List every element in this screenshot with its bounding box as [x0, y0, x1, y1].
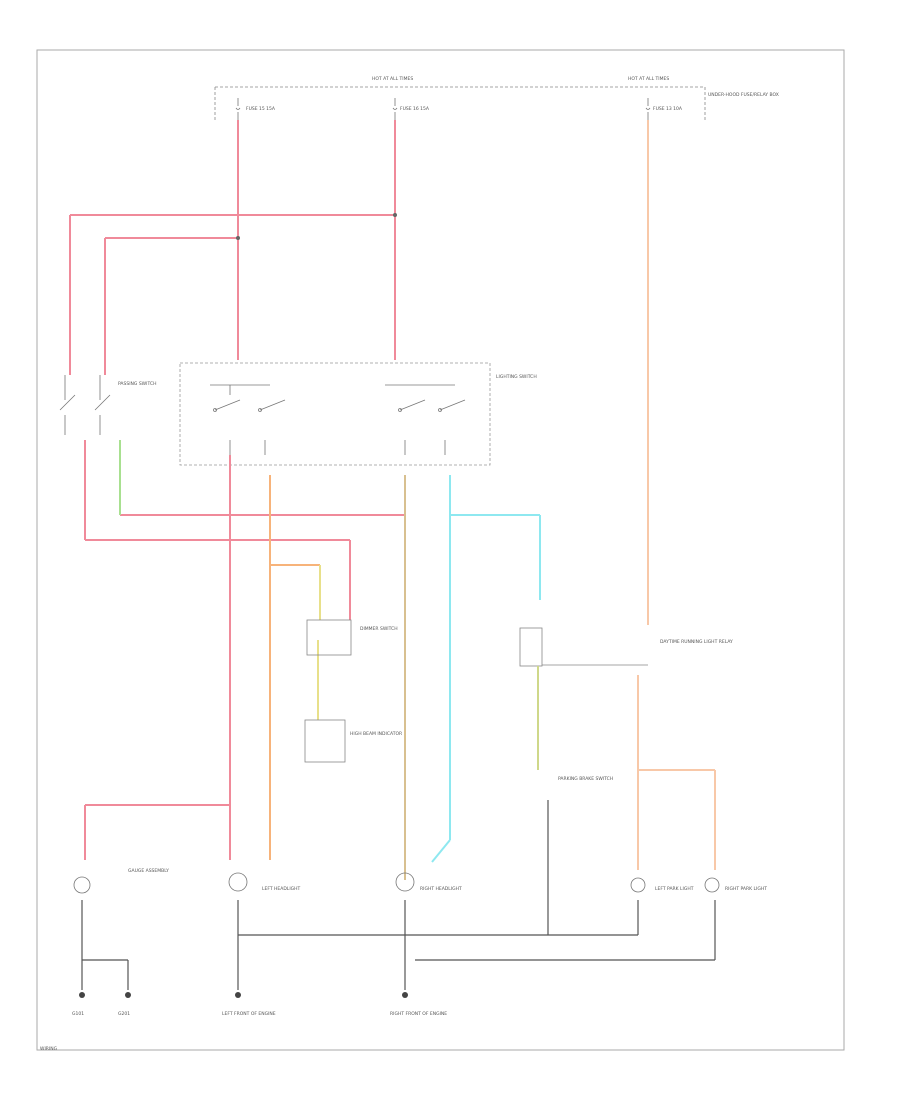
parking-brake-label: PARKING BRAKE SWITCH — [558, 776, 613, 782]
gauge-assembly-label: GAUGE ASSEMBLY — [128, 868, 169, 874]
orange-lower-wires — [637, 675, 716, 870]
dimmer-switch-label: DIMMER SWITCH — [360, 626, 398, 632]
ground-2-label: G201 — [118, 1011, 130, 1017]
ground-3-label: LEFT FRONT OF ENGINE — [222, 1011, 276, 1017]
junction-dots — [236, 213, 397, 240]
left-park-label: LEFT PARK LIGHT — [655, 886, 694, 892]
ground-4-label: RIGHT FRONT OF ENGINE — [390, 1011, 447, 1017]
drl-relay-label: DAYTIME RUNNING LIGHT RELAY — [660, 639, 733, 645]
right-park-label: RIGHT PARK LIGHT — [725, 886, 767, 892]
top-bus — [214, 86, 706, 120]
indicator-label: HIGH BEAM INDICATOR — [350, 731, 402, 737]
cyan-wires — [431, 475, 541, 863]
left-switches — [59, 375, 111, 435]
switch-contacts — [210, 384, 466, 455]
top-bus-label-left: HOT AT ALL TIMES — [372, 76, 413, 82]
indicator-box — [304, 719, 346, 763]
left-headlight-label: LEFT HEADLIGHT — [262, 886, 301, 892]
fuses — [235, 98, 651, 120]
footer-label: WIRING — [40, 1046, 58, 1052]
yellow-wires — [317, 565, 321, 720]
ground-symbols — [79, 992, 408, 998]
ground-wires — [81, 800, 716, 990]
dimmer-switch-box — [306, 619, 352, 656]
fuse-box-note: UNDER-HOOD FUSE/RELAY BOX — [708, 92, 779, 98]
ground-1-label: G101 — [72, 1011, 84, 1017]
red-lower-wires — [84, 440, 405, 860]
top-bus-label-right: HOT AT ALL TIMES — [628, 76, 669, 82]
drl-relay — [519, 627, 543, 667]
lighting-switch-box — [179, 362, 491, 466]
orange-wires — [269, 475, 320, 860]
right-headlight-label: RIGHT HEADLIGHT — [420, 886, 462, 892]
passing-switch-label: PASSING SWITCH — [118, 381, 156, 387]
fuse-1-label: FUSE 15 15A — [246, 106, 276, 112]
fuse-3-label: FUSE 13 10A — [653, 106, 683, 112]
bulbs — [73, 872, 720, 894]
red-wires — [69, 120, 396, 375]
fuse-2-label: FUSE 16 15A — [400, 106, 430, 112]
diagram-frame — [36, 49, 845, 1051]
lighting-switch-label: LIGHTING SWITCH — [496, 374, 537, 380]
